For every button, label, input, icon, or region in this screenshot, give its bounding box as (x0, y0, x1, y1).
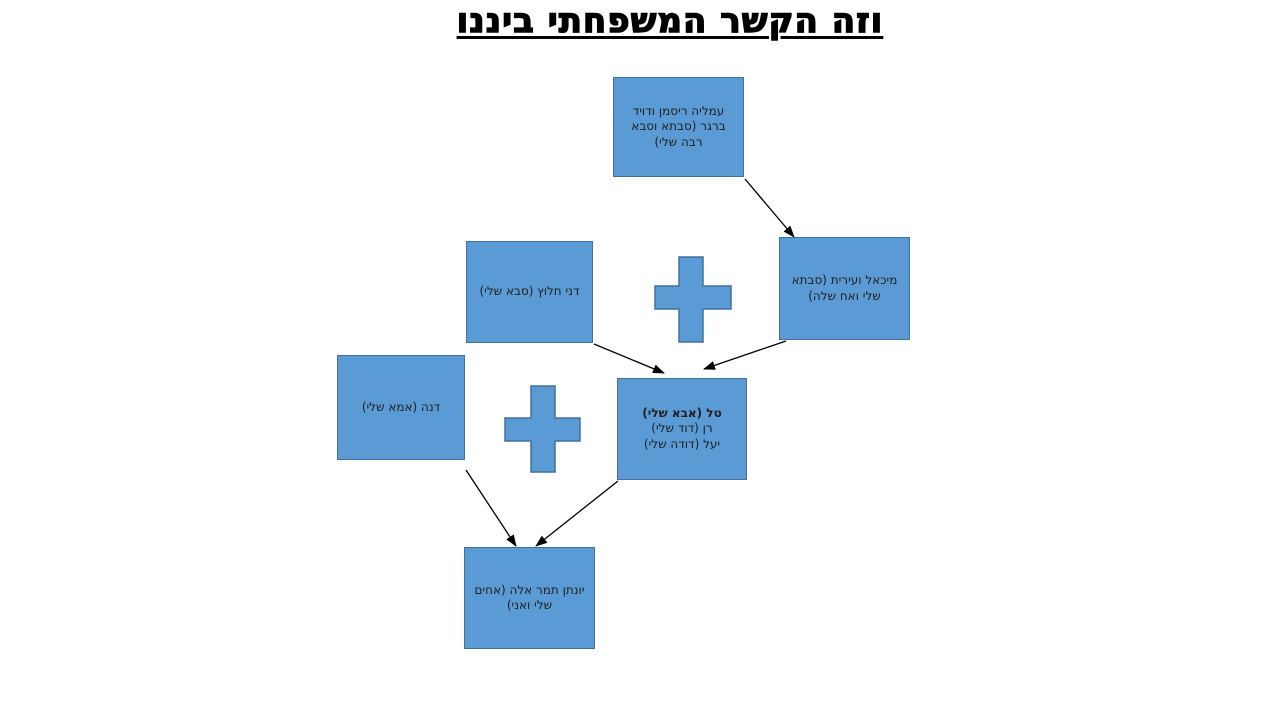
arrow-father-to-siblings (535, 480, 619, 547)
page-title: וזה הקשר המשפחתי ביננו (456, 0, 884, 41)
node-mother: דנה (אמא שלי) (337, 355, 465, 460)
arrow-mother-to-siblings (465, 469, 517, 547)
node-father-label: טל (אבא שלי) (642, 406, 722, 421)
plus-icon (504, 385, 581, 473)
arrow-grandfather-to-father (593, 343, 665, 374)
node-aunt-label: יעל (דודה שלי) (643, 436, 721, 451)
arrow-greatgrandparents-to-grandmother (744, 178, 795, 238)
node-great-grandparents: עמליה ריסמן ודויד ברגר (סבתא וסבא רבה של… (613, 77, 744, 177)
arrow-grandmother-to-father (703, 340, 787, 370)
node-uncle-label: רן (דוד שלי) (651, 421, 713, 436)
node-grandfather: דני חלוץ (סבא שלי) (466, 241, 593, 343)
node-grandmother-label: מיכאל ועירית (סבתא שלי ואח שלה) (791, 273, 898, 303)
node-grandfather-label: דני חלוץ (סבא שלי) (479, 284, 580, 299)
node-mother-label: דנה (אמא שלי) (361, 399, 441, 414)
node-father: טל (אבא שלי) רן (דוד שלי) יעל (דודה שלי) (617, 378, 747, 480)
node-siblings: יונתן תמר אלה (אחים שלי ואני) (464, 547, 595, 649)
node-grandmother: מיכאל ועירית (סבתא שלי ואח שלה) (779, 237, 910, 340)
plus-icon (654, 256, 732, 343)
node-siblings-label: יונתן תמר אלה (אחים שלי ואני) (474, 582, 585, 612)
node-great-grandparents-label: עמליה ריסמן ודויד ברגר (סבתא וסבא רבה של… (631, 104, 726, 149)
